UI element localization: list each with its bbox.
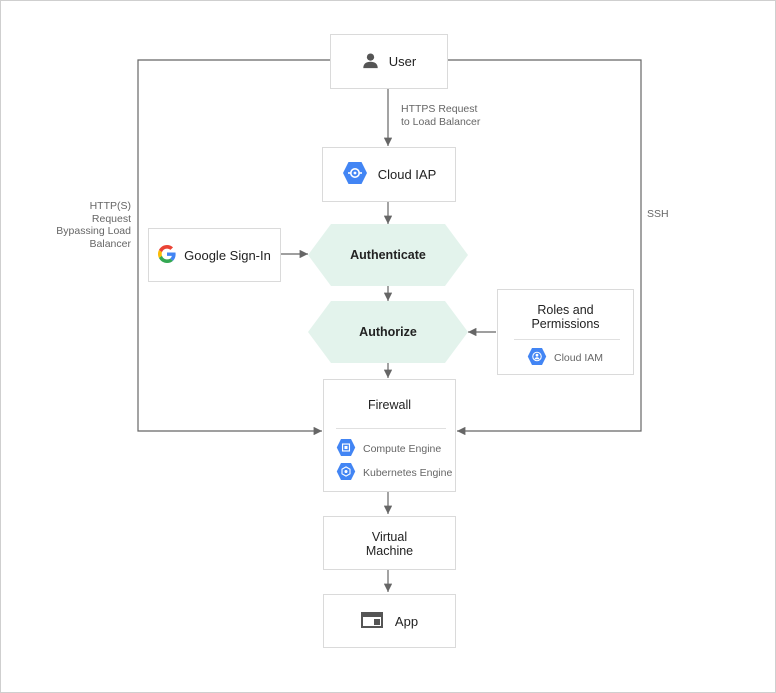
- app-window-icon: [360, 611, 383, 631]
- roles-title: Roles and Permissions: [498, 303, 633, 331]
- vm-title-line: Machine: [365, 544, 414, 558]
- https-request-label: HTTPS Request to Load Balancer: [401, 103, 480, 128]
- cloud-iam-hexagon-icon: [527, 347, 547, 369]
- authenticate-diamond-shape: [308, 224, 468, 286]
- roles-title-line: Permissions: [531, 317, 600, 331]
- vm-title: Virtual Machine: [324, 530, 455, 558]
- bypass-load-balancer-label: HTTP(S) Request Bypassing Load Balancer: [41, 200, 131, 250]
- compute-engine-label: Compute Engine: [363, 443, 442, 455]
- cloud-iam-service: Cloud IAM: [527, 347, 603, 369]
- bypass-label-line: HTTP(S): [89, 200, 131, 212]
- firewall-node: Firewall Compute Engine Kubernetes Eng: [323, 379, 456, 492]
- google-g-logo-icon: [158, 244, 176, 266]
- authorize-label: Authorize: [359, 325, 417, 339]
- vm-title-line: Virtual: [371, 530, 408, 544]
- roles-permissions-node: Roles and Permissions Cloud IAM: [497, 289, 634, 375]
- bypass-label-line: Request: [91, 212, 131, 225]
- user-node: User: [330, 34, 448, 89]
- compute-engine-service: Compute Engine: [336, 438, 441, 460]
- compute-engine-hexagon-icon: [336, 438, 356, 460]
- kubernetes-engine-label: Kubernetes Engine: [363, 467, 453, 479]
- arrow-bypass-load-balancer: [137, 59, 330, 436]
- cloud-iam-label: Cloud IAM: [554, 352, 604, 364]
- google-signin-node: Google Sign-In: [148, 228, 281, 282]
- cloud-iap-hexagon-icon: [342, 161, 368, 188]
- authorize-decision: Authorize: [308, 301, 468, 363]
- authenticate-label: Authenticate: [350, 248, 426, 262]
- cloud-iap-node: Cloud IAP: [322, 147, 456, 202]
- bypass-label-line: Balancer: [89, 237, 131, 250]
- ssh-label: SSH: [647, 208, 669, 220]
- firewall-title: Firewall: [367, 398, 412, 412]
- app-node: App: [323, 594, 456, 648]
- roles-divider: [514, 339, 620, 340]
- authenticate-decision: Authenticate: [308, 224, 468, 286]
- roles-title-line: Roles and: [537, 303, 594, 317]
- firewall-divider: [336, 428, 446, 429]
- authorize-diamond-shape: [308, 301, 468, 363]
- user-icon: [362, 52, 379, 72]
- https-request-line: HTTPS Request: [401, 103, 478, 115]
- virtual-machine-node: Virtual Machine: [323, 516, 456, 570]
- https-request-line: to Load Balancer: [401, 115, 481, 128]
- arrow-ssh: [448, 59, 642, 436]
- cloud-iap-label: Cloud IAP: [377, 167, 437, 182]
- bypass-label-line: Bypassing Load: [56, 225, 131, 237]
- google-signin-label: Google Sign-In: [184, 247, 271, 263]
- user-label: User: [388, 54, 417, 69]
- kubernetes-engine-service: Kubernetes Engine: [336, 462, 452, 484]
- kubernetes-engine-hexagon-icon: [336, 462, 356, 484]
- app-label: App: [394, 613, 419, 629]
